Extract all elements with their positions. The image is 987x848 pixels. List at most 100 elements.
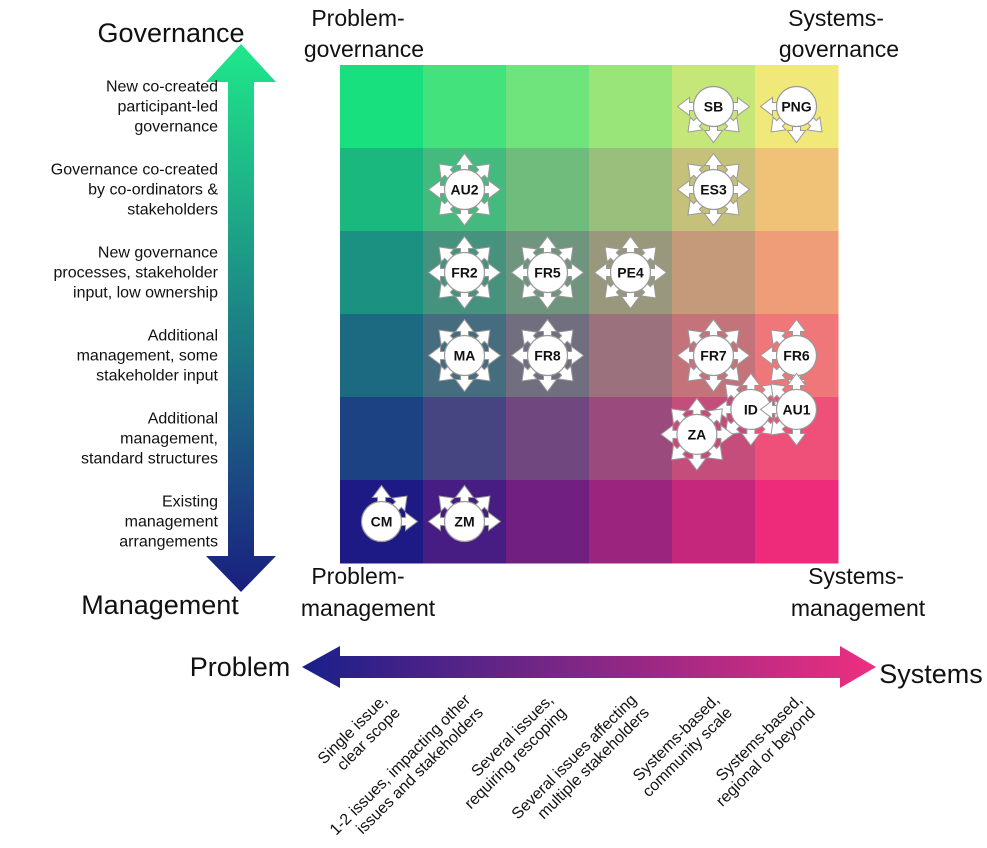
case-label: MA [454,348,476,364]
svg-text:Systems-: Systems- [788,5,884,31]
case-label: FR7 [700,348,727,364]
case-label: FR2 [451,265,478,281]
case-label: ES3 [700,182,727,198]
case-marker-sb: SB [676,85,751,144]
matrix-cell [755,231,839,315]
case-label: CM [371,514,393,530]
matrix-cell [506,65,590,149]
matrix-cell [340,314,424,398]
case-marker-fr5: FR5 [510,235,585,310]
case-marker-au1: AU1 [759,372,818,447]
svg-text:management: management [791,595,926,621]
corner-label-systems-governance: Systems- governance [779,5,899,62]
matrix-cell [506,148,590,232]
case-label: PNG [781,99,811,115]
svg-text:Problem-: Problem- [311,5,404,31]
case-label: ID [744,401,758,417]
case-label: FR8 [534,348,561,364]
corner-label-systems-management: Systems- management [791,563,926,621]
matrix-cell [589,480,673,564]
matrix-cell [672,480,756,564]
case-marker-png: PNG [759,85,823,144]
matrix-cell [589,314,673,398]
corner-label-problem-management: Problem- management [301,563,436,621]
case-marker-au2: AU2 [427,152,502,227]
management-axis-title: Management [81,590,239,620]
governance-level-line: governance [134,119,218,136]
case-circle [443,251,486,294]
case-marker-fr7: FR7 [676,318,751,393]
case-circle [692,334,735,377]
case-circle [443,334,486,377]
governance-level-line: participant-led [118,99,219,116]
matrix-cell [340,397,424,481]
matrix-cell [755,148,839,232]
governance-level-line: Additional [148,411,218,428]
matrix-cell [589,397,673,481]
governance-axis-title: Governance [97,18,244,48]
case-label: FR6 [783,348,810,364]
governance-level-line: New governance [98,245,218,262]
case-label: SB [704,99,723,115]
governance-level-line: processes, stakeholder [53,265,218,282]
systems-axis-title: Systems [879,659,983,689]
governance-level-line: Existing [162,494,218,511]
governance-level-line: by co-ordinators & [88,182,218,199]
svg-text:management: management [301,595,436,621]
case-marker-cm: CM [360,484,419,543]
case-label: ZM [454,514,474,530]
svg-text:governance: governance [779,36,899,62]
matrix-cell [589,65,673,149]
governance-level-line: management, some [77,348,219,365]
case-marker-fr8: FR8 [510,318,585,393]
matrix-cell [589,148,673,232]
matrix-cell [423,65,507,149]
governance-level-line: arrangements [119,534,218,551]
problem-axis-title: Problem [190,652,291,682]
case-label: FR5 [534,265,561,281]
matrix-cell [755,480,839,564]
governance-level-line: Additional [148,328,218,345]
case-label: AU1 [782,401,810,417]
governance-level-line: input, low ownership [73,285,218,302]
case-marker-ma: MA [427,318,502,393]
matrix-cell [672,231,756,315]
governance-level-line: stakeholders [127,202,218,219]
case-circle [775,388,818,431]
case-circle [443,500,486,543]
case-circle [526,334,569,377]
svg-text:Problem-: Problem- [311,563,404,589]
case-circle [692,85,735,128]
governance-level-line: New co-created [106,79,218,96]
case-circle [526,251,569,294]
case-marker-za: ZA [660,397,734,472]
matrix-cell [340,231,424,315]
governance-level-line: Governance co-created [51,162,218,179]
case-marker-es3: ES3 [676,152,751,227]
case-circle [692,168,735,211]
case-marker-pe4: PE4 [593,235,668,310]
case-marker-fr2: FR2 [427,235,502,310]
problem-systems-arrow [302,646,876,688]
case-label: ZA [688,426,707,442]
case-circle [360,500,403,543]
case-circle [609,251,652,294]
matrix-cell [423,397,507,481]
corner-label-problem-governance: Problem- governance [304,5,424,62]
matrix-cell [340,65,424,149]
governance-level-labels: New co-created participant-led governanceG… [51,79,219,551]
matrix-cell [340,148,424,232]
governance-level-line: management, [120,431,218,448]
governance-management-arrow [206,44,276,592]
case-label: PE4 [617,265,644,281]
governance-level-label: New governance processes, stakeholder inpu… [53,245,218,302]
case-circle [443,168,486,211]
matrix-cell [506,397,590,481]
